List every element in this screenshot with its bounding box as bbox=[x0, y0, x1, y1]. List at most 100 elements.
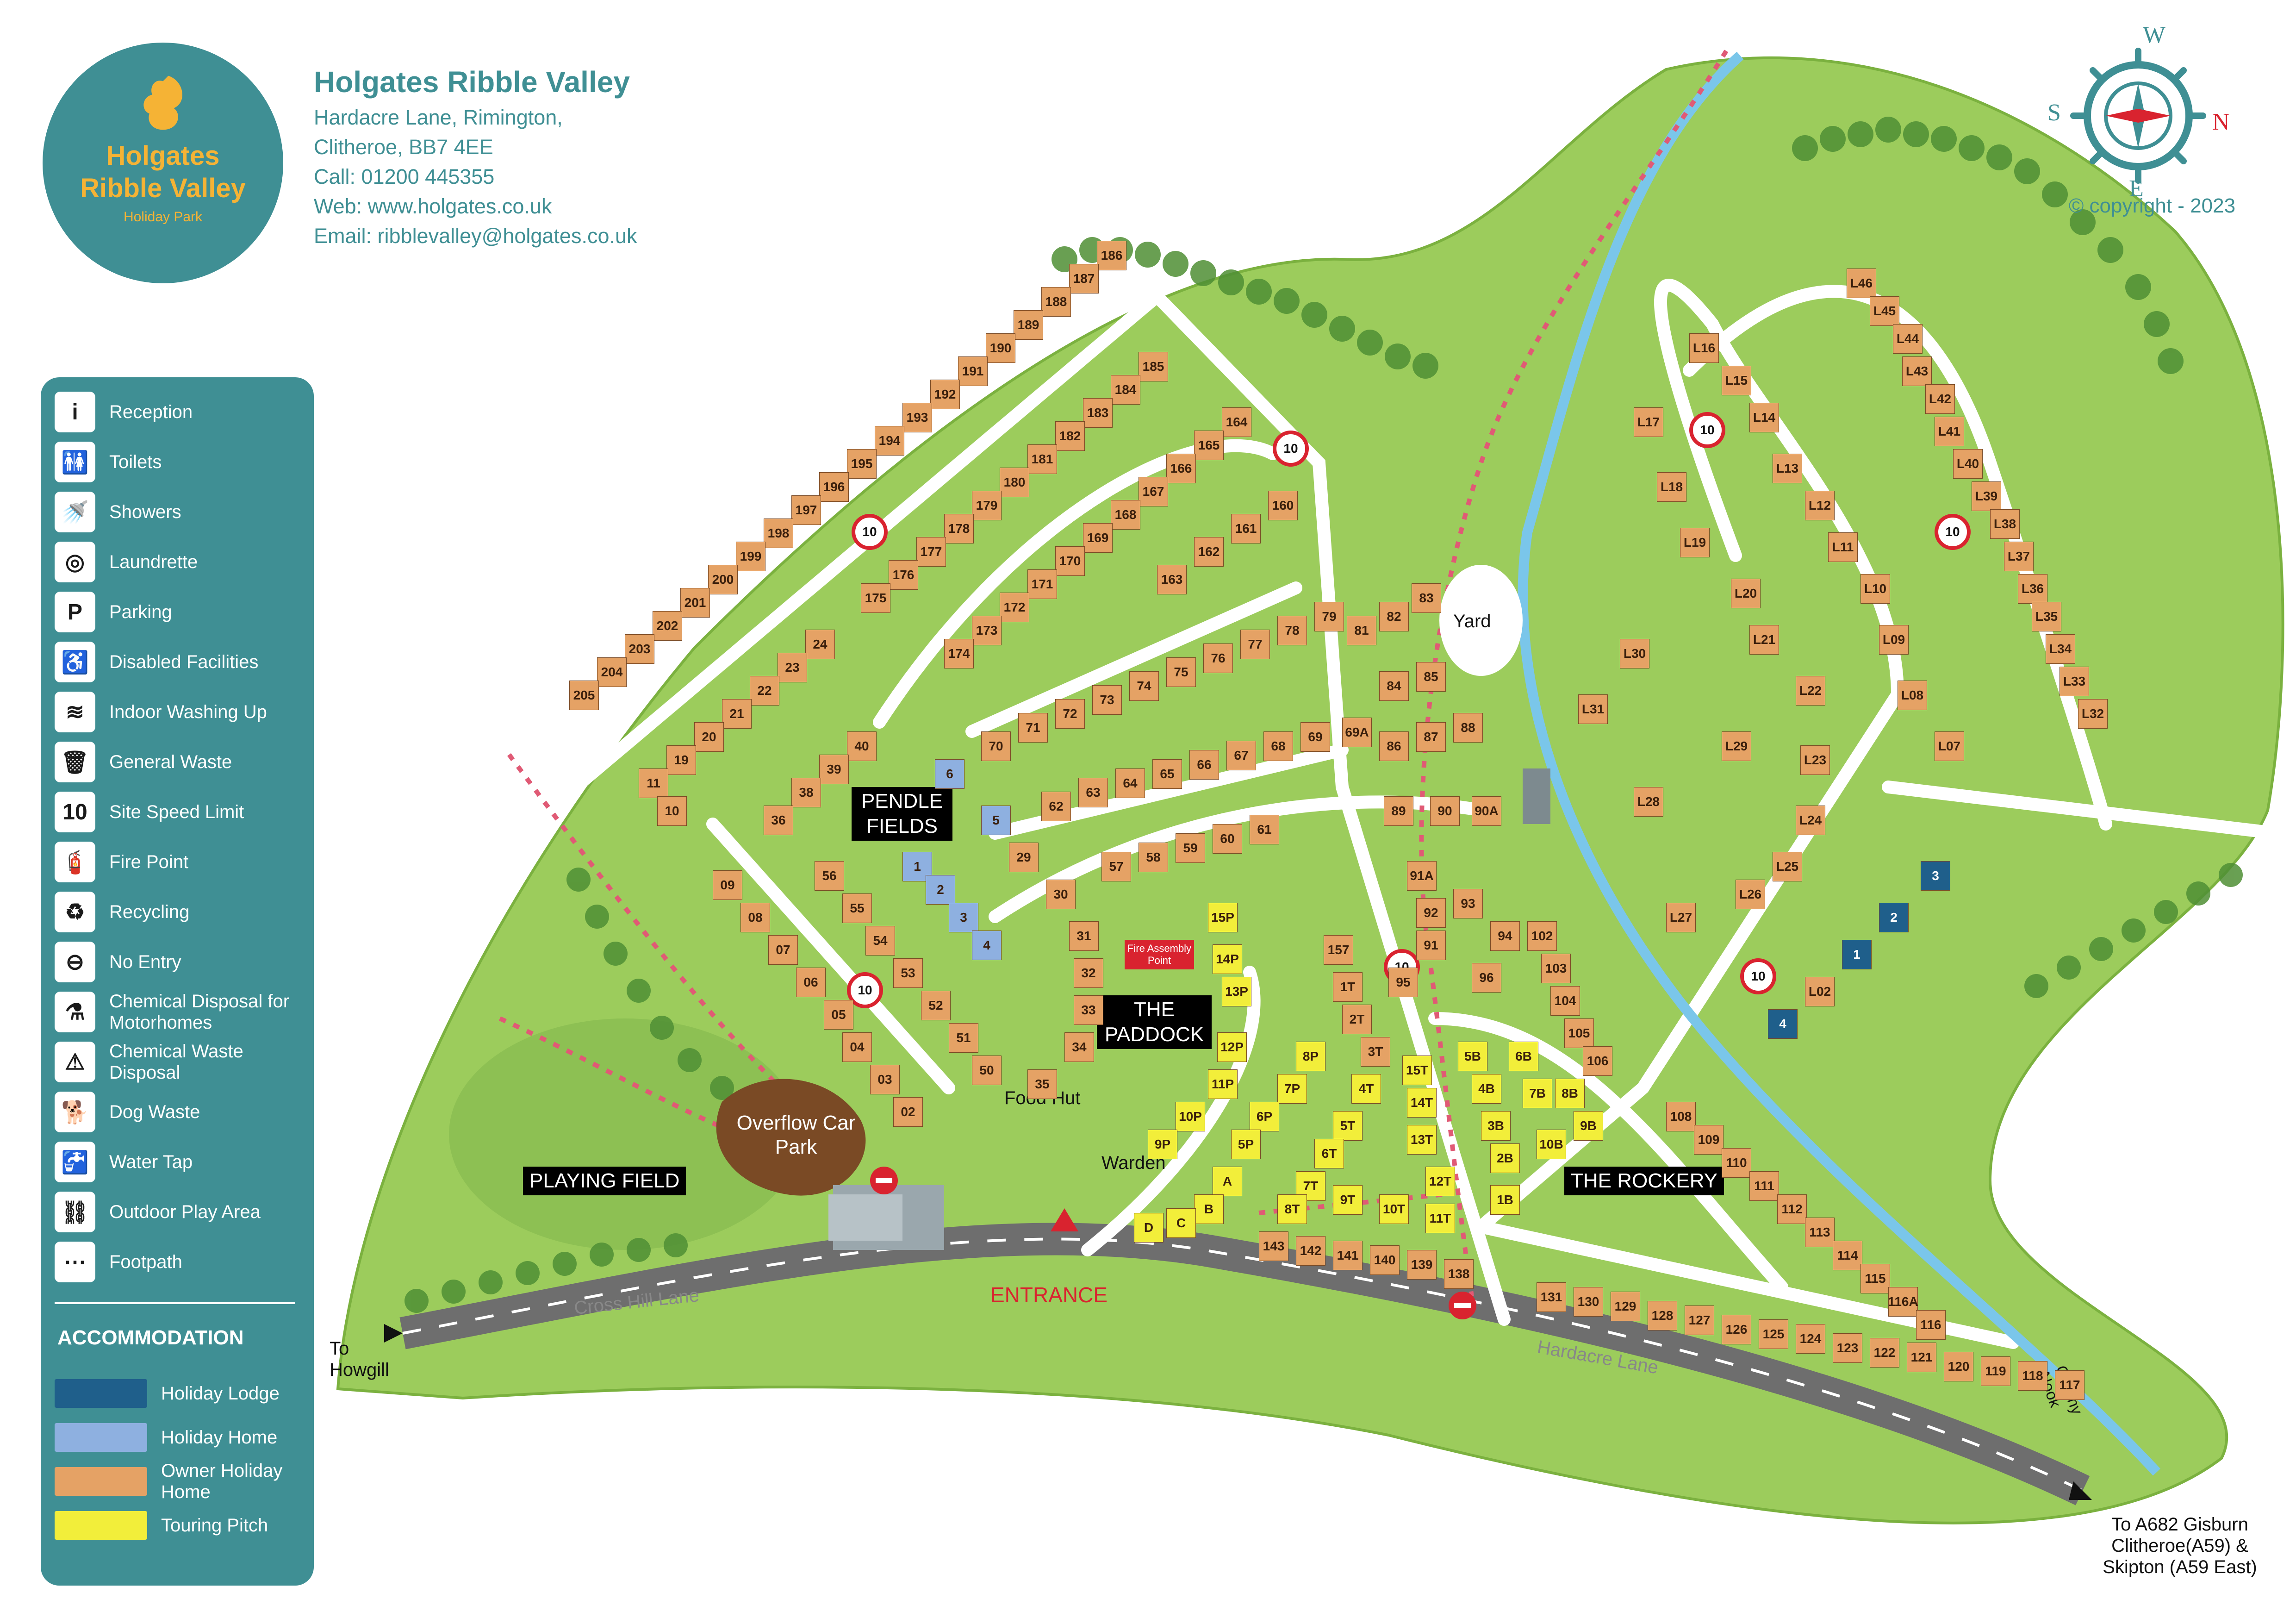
owner-holiday-home-pitch[interactable]: 04 bbox=[842, 1032, 872, 1062]
touring-pitch[interactable]: 11P bbox=[1208, 1069, 1238, 1099]
owner-holiday-home-pitch[interactable]: 20 bbox=[694, 722, 724, 752]
owner-holiday-home-pitch[interactable]: 116 bbox=[1916, 1310, 1946, 1340]
owner-holiday-home-pitch[interactable]: 70 bbox=[981, 731, 1011, 761]
holiday-lodge-pitch[interactable]: 4 bbox=[1768, 1009, 1798, 1039]
owner-holiday-home-pitch[interactable]: 40 bbox=[847, 731, 877, 761]
owner-holiday-home-pitch[interactable]: 75 bbox=[1166, 657, 1196, 687]
owner-holiday-home-pitch[interactable]: 94 bbox=[1490, 921, 1520, 951]
owner-holiday-home-pitch[interactable]: 131 bbox=[1537, 1282, 1566, 1312]
owner-holiday-home-pitch[interactable]: 1T bbox=[1333, 972, 1363, 1002]
owner-holiday-home-pitch[interactable]: 126 bbox=[1722, 1315, 1751, 1344]
owner-holiday-home-pitch[interactable]: 114 bbox=[1833, 1241, 1862, 1270]
owner-holiday-home-pitch[interactable]: 56 bbox=[815, 861, 844, 891]
owner-holiday-home-pitch[interactable]: L02 bbox=[1805, 977, 1835, 1006]
owner-holiday-home-pitch[interactable]: 167 bbox=[1139, 477, 1168, 506]
owner-holiday-home-pitch[interactable]: 93 bbox=[1453, 889, 1483, 918]
owner-holiday-home-pitch[interactable]: 86 bbox=[1379, 731, 1409, 761]
owner-holiday-home-pitch[interactable]: 117 bbox=[2055, 1370, 2084, 1400]
owner-holiday-home-pitch[interactable]: L34 bbox=[2046, 634, 2075, 664]
owner-holiday-home-pitch[interactable]: 140 bbox=[1370, 1245, 1400, 1275]
owner-holiday-home-pitch[interactable]: 73 bbox=[1092, 685, 1122, 715]
owner-holiday-home-pitch[interactable]: 189 bbox=[1014, 310, 1043, 340]
owner-holiday-home-pitch[interactable]: 121 bbox=[1907, 1343, 1936, 1372]
touring-pitch[interactable]: 7P bbox=[1277, 1074, 1307, 1104]
owner-holiday-home-pitch[interactable]: 39 bbox=[819, 755, 849, 784]
touring-pitch[interactable]: 2B bbox=[1490, 1143, 1520, 1173]
owner-holiday-home-pitch[interactable]: 76 bbox=[1203, 643, 1233, 673]
owner-holiday-home-pitch[interactable]: 111 bbox=[1749, 1171, 1779, 1201]
owner-holiday-home-pitch[interactable]: L07 bbox=[1935, 731, 1964, 761]
holiday-home-pitch[interactable]: 2 bbox=[926, 875, 955, 905]
owner-holiday-home-pitch[interactable]: 161 bbox=[1231, 514, 1261, 543]
owner-holiday-home-pitch[interactable]: 104 bbox=[1550, 986, 1580, 1016]
owner-holiday-home-pitch[interactable]: 163 bbox=[1157, 565, 1187, 594]
owner-holiday-home-pitch[interactable]: 190 bbox=[986, 333, 1015, 363]
touring-pitch[interactable]: 12P bbox=[1217, 1032, 1247, 1062]
owner-holiday-home-pitch[interactable]: L35 bbox=[2032, 602, 2061, 631]
owner-holiday-home-pitch[interactable]: 67 bbox=[1226, 741, 1256, 770]
owner-holiday-home-pitch[interactable]: 172 bbox=[1000, 593, 1029, 622]
owner-holiday-home-pitch[interactable]: 10 bbox=[657, 796, 687, 826]
owner-holiday-home-pitch[interactable]: 202 bbox=[653, 611, 682, 641]
owner-holiday-home-pitch[interactable]: 71 bbox=[1018, 713, 1048, 743]
touring-pitch[interactable]: 3B bbox=[1481, 1111, 1511, 1141]
owner-holiday-home-pitch[interactable]: 59 bbox=[1176, 833, 1205, 863]
owner-holiday-home-pitch[interactable]: 06 bbox=[796, 968, 826, 997]
owner-holiday-home-pitch[interactable]: 78 bbox=[1277, 616, 1307, 645]
owner-holiday-home-pitch[interactable]: 186 bbox=[1097, 241, 1126, 270]
owner-holiday-home-pitch[interactable]: 83 bbox=[1412, 583, 1441, 613]
touring-pitch[interactable]: 13P bbox=[1222, 977, 1251, 1006]
owner-holiday-home-pitch[interactable]: 160 bbox=[1268, 491, 1298, 520]
owner-holiday-home-pitch[interactable]: 138 bbox=[1444, 1259, 1474, 1289]
owner-holiday-home-pitch[interactable]: 66 bbox=[1189, 750, 1219, 780]
owner-holiday-home-pitch[interactable]: 177 bbox=[916, 537, 946, 567]
owner-holiday-home-pitch[interactable]: 62 bbox=[1041, 792, 1071, 821]
owner-holiday-home-pitch[interactable]: 30 bbox=[1046, 880, 1076, 909]
phone-number[interactable]: Call: 01200 445355 bbox=[314, 165, 495, 188]
owner-holiday-home-pitch[interactable]: 180 bbox=[1000, 468, 1029, 497]
owner-holiday-home-pitch[interactable]: L14 bbox=[1749, 403, 1779, 432]
touring-pitch[interactable]: 5B bbox=[1458, 1042, 1487, 1071]
owner-holiday-home-pitch[interactable]: 122 bbox=[1870, 1338, 1899, 1368]
touring-pitch[interactable]: 8P bbox=[1296, 1042, 1325, 1071]
owner-holiday-home-pitch[interactable]: 123 bbox=[1833, 1333, 1862, 1363]
owner-holiday-home-pitch[interactable]: 108 bbox=[1666, 1102, 1696, 1131]
owner-holiday-home-pitch[interactable]: 157 bbox=[1324, 935, 1353, 965]
owner-holiday-home-pitch[interactable]: 185 bbox=[1139, 352, 1168, 381]
owner-holiday-home-pitch[interactable]: 08 bbox=[740, 903, 770, 932]
owner-holiday-home-pitch[interactable]: L26 bbox=[1736, 880, 1765, 909]
owner-holiday-home-pitch[interactable]: 51 bbox=[949, 1023, 978, 1053]
owner-holiday-home-pitch[interactable]: 60 bbox=[1213, 824, 1242, 854]
owner-holiday-home-pitch[interactable]: 21 bbox=[722, 699, 752, 729]
owner-holiday-home-pitch[interactable]: 81 bbox=[1347, 616, 1376, 645]
owner-holiday-home-pitch[interactable]: 164 bbox=[1222, 407, 1251, 437]
owner-holiday-home-pitch[interactable]: 84 bbox=[1379, 671, 1409, 701]
owner-holiday-home-pitch[interactable]: 112 bbox=[1777, 1194, 1807, 1224]
owner-holiday-home-pitch[interactable]: 130 bbox=[1574, 1287, 1603, 1317]
owner-holiday-home-pitch[interactable]: L28 bbox=[1634, 787, 1663, 817]
owner-holiday-home-pitch[interactable]: 69 bbox=[1300, 722, 1330, 752]
owner-holiday-home-pitch[interactable]: 103 bbox=[1541, 954, 1571, 983]
owner-holiday-home-pitch[interactable]: L24 bbox=[1796, 806, 1825, 835]
owner-holiday-home-pitch[interactable]: L20 bbox=[1731, 579, 1761, 608]
owner-holiday-home-pitch[interactable]: 85 bbox=[1416, 662, 1446, 692]
owner-holiday-home-pitch[interactable]: L13 bbox=[1773, 454, 1802, 483]
touring-pitch[interactable]: D bbox=[1134, 1213, 1164, 1243]
owner-holiday-home-pitch[interactable]: 171 bbox=[1027, 569, 1057, 599]
owner-holiday-home-pitch[interactable]: 77 bbox=[1240, 630, 1270, 659]
touring-pitch[interactable]: 14P bbox=[1213, 944, 1242, 974]
owner-holiday-home-pitch[interactable]: L27 bbox=[1666, 903, 1696, 932]
owner-holiday-home-pitch[interactable]: L17 bbox=[1634, 407, 1663, 437]
holiday-home-pitch[interactable]: 6 bbox=[935, 759, 964, 789]
touring-pitch[interactable]: 4B bbox=[1472, 1074, 1501, 1104]
owner-holiday-home-pitch[interactable]: 03 bbox=[870, 1065, 900, 1094]
owner-holiday-home-pitch[interactable]: 102 bbox=[1527, 921, 1557, 951]
owner-holiday-home-pitch[interactable]: 176 bbox=[889, 560, 918, 590]
owner-holiday-home-pitch[interactable]: 33 bbox=[1074, 995, 1103, 1025]
owner-holiday-home-pitch[interactable]: 105 bbox=[1564, 1018, 1594, 1048]
owner-holiday-home-pitch[interactable]: 36 bbox=[764, 806, 793, 835]
owner-holiday-home-pitch[interactable]: 205 bbox=[569, 681, 599, 710]
owner-holiday-home-pitch[interactable]: 29 bbox=[1009, 843, 1039, 872]
touring-pitch[interactable]: 5T bbox=[1333, 1111, 1363, 1141]
touring-pitch[interactable]: 9T bbox=[1333, 1185, 1363, 1215]
